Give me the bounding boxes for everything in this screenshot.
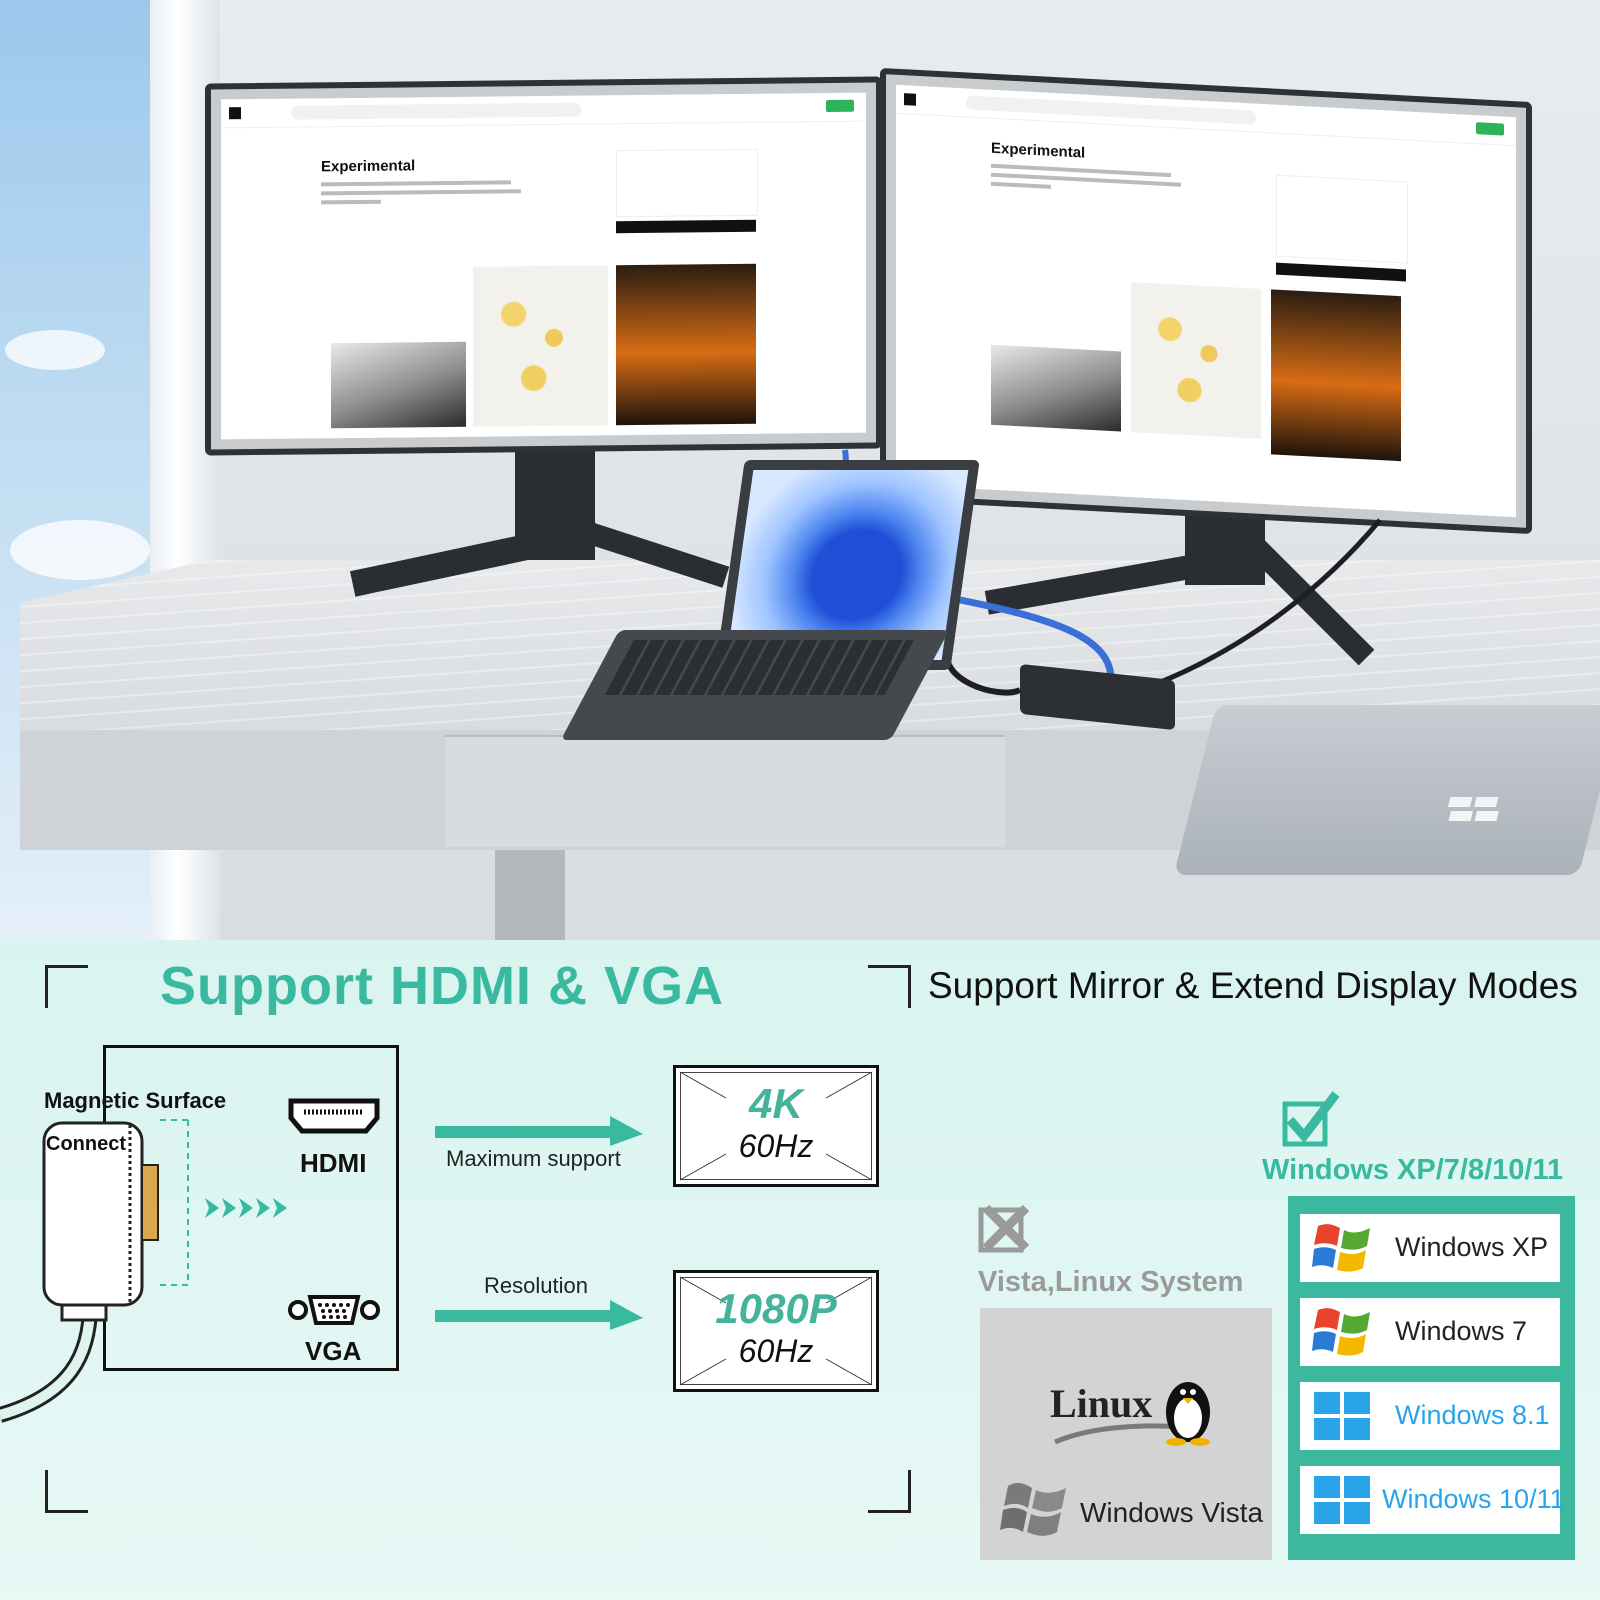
supported-os-title: Windows XP/7/8/10/11 xyxy=(1262,1154,1564,1186)
hdmi-arrow-icon xyxy=(435,1116,643,1146)
max-support-label: Maximum support xyxy=(446,1146,621,1171)
windows-10-logo-icon xyxy=(1314,1476,1370,1524)
checkmark-box-icon xyxy=(1282,1091,1340,1147)
os-card-windows-7: Windows 7 xyxy=(1300,1298,1560,1366)
os-name: Windows 8.1 xyxy=(1395,1400,1550,1430)
vga-resolution-box: 1080P 60Hz xyxy=(673,1270,879,1392)
magnetic-surface-label: Magnetic Surface xyxy=(44,1088,227,1113)
chevron-arrows-icon xyxy=(205,1198,287,1218)
linux-label: Linux xyxy=(1050,1381,1153,1426)
windows-xp-logo-icon xyxy=(1312,1224,1370,1272)
corner-bracket xyxy=(868,965,911,1008)
os-card-windows-10: Windows 10/11 xyxy=(1300,1466,1565,1534)
cloud xyxy=(5,330,105,370)
os-name: Windows XP xyxy=(1395,1232,1549,1262)
os-name: Windows 10/11 xyxy=(1382,1484,1565,1514)
hdmi-refresh-rate: 60Hz xyxy=(738,1128,814,1164)
windows-vista-logo-icon xyxy=(1000,1482,1066,1536)
os-card-windows-xp: Windows XP xyxy=(1300,1214,1560,1282)
tablet-keyboard xyxy=(560,630,950,740)
corner-bracket xyxy=(45,1470,88,1513)
vga-arrow-icon xyxy=(435,1300,643,1330)
windows-vista-label: Windows Vista xyxy=(1080,1497,1264,1528)
magnetic-connector-icon xyxy=(0,1119,189,1423)
os-name: Windows 7 xyxy=(1395,1316,1528,1346)
corner-bracket xyxy=(45,965,88,1008)
tux-penguin-icon xyxy=(1054,1382,1210,1446)
closed-laptop xyxy=(1173,705,1600,875)
hdmi-label: HDMI xyxy=(300,1148,367,1178)
desk-setup-photo: Experimental Experimental xyxy=(0,0,1600,940)
headline-title: Support HDMI & VGA xyxy=(160,956,724,1016)
connect-label: Connect xyxy=(46,1133,126,1155)
laptop-windows-logo-icon xyxy=(1448,797,1500,821)
display-modes-text: Support Mirror & Extend Display Modes xyxy=(928,965,1578,1006)
unsupported-os-box xyxy=(980,1308,1272,1560)
windows-7-logo-icon xyxy=(1312,1308,1370,1356)
cross-box-icon xyxy=(978,1204,1030,1253)
desk-leg xyxy=(495,850,565,940)
cloud xyxy=(10,520,150,580)
hdmi-resolution-box: 4K 60Hz xyxy=(673,1065,879,1187)
resolution-label: Resolution xyxy=(484,1273,588,1298)
os-card-windows-8: Windows 8.1 xyxy=(1300,1382,1560,1450)
vga-resolution-value: 1080P xyxy=(715,1285,837,1332)
hdmi-resolution-value: 4K xyxy=(749,1080,803,1127)
windows-8-logo-icon xyxy=(1314,1392,1370,1440)
vga-port-icon xyxy=(288,1295,380,1325)
corner-bracket xyxy=(868,1470,911,1513)
vga-refresh-rate: 60Hz xyxy=(738,1333,814,1369)
unsupported-os-title: Vista,Linux System xyxy=(978,1266,1244,1298)
hdmi-port-icon xyxy=(288,1098,380,1134)
vga-label: VGA xyxy=(305,1336,362,1366)
